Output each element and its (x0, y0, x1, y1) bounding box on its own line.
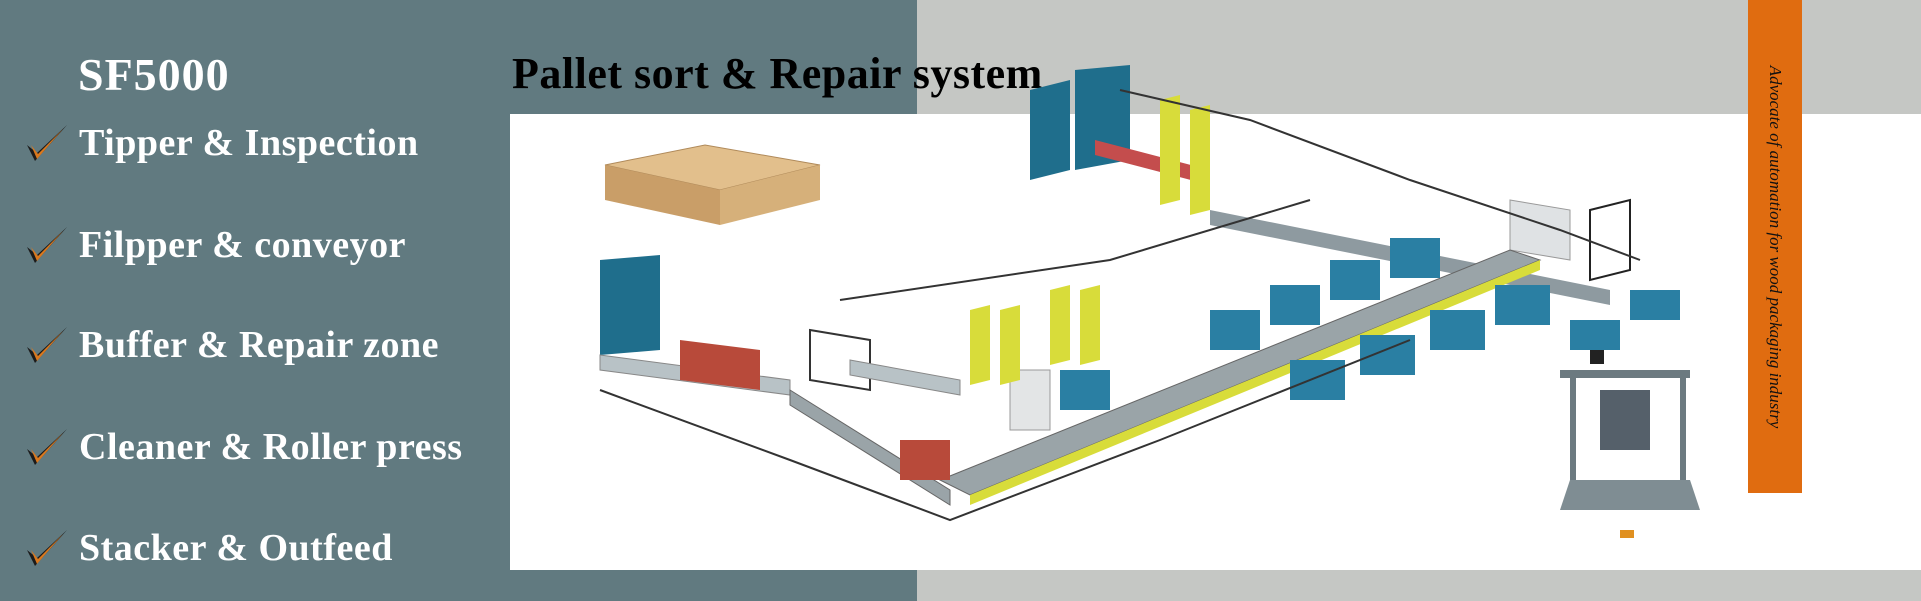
feature-label: Buffer & Repair zone (79, 324, 440, 366)
lower-conveyor-line (599, 255, 1110, 506)
tagline-strip: Advocate of automation for wood packagin… (1748, 0, 1802, 493)
feature-label: Stacker & Outfeed (79, 527, 393, 569)
model-name: SF5000 (78, 49, 230, 100)
feature-item: Buffer & Repair zone (25, 320, 439, 370)
checkmark-icon (27, 530, 67, 566)
feature-item: Filpper & conveyor (25, 220, 406, 270)
feature-item: Cleaner & Roller press (25, 422, 463, 472)
feature-item: Stacker & Outfeed (25, 523, 393, 573)
feature-label: Filpper & conveyor (79, 224, 407, 266)
checkmark-icon (27, 327, 67, 363)
main-conveyor (938, 249, 1542, 505)
feature-label: Tipper & Inspection (79, 122, 419, 164)
checkmark-icon (27, 227, 67, 263)
safety-fence (839, 199, 1311, 301)
feature-item: Tipper & Inspection (25, 118, 419, 168)
checkmark-icon (27, 125, 67, 161)
tagline: Advocate of automation for wood packagin… (1766, 65, 1785, 428)
checkmark-icon (27, 429, 67, 465)
safety-fence (1119, 89, 1641, 261)
stacker-machine (1560, 350, 1700, 538)
feature-label: Cleaner & Roller press (79, 426, 463, 468)
page-title: Pallet sort & Repair system (512, 49, 1043, 98)
bottom-band (917, 570, 1921, 601)
production-line-illustration (599, 65, 1700, 538)
safety-fence (599, 339, 1411, 522)
pallet-image (604, 144, 821, 225)
